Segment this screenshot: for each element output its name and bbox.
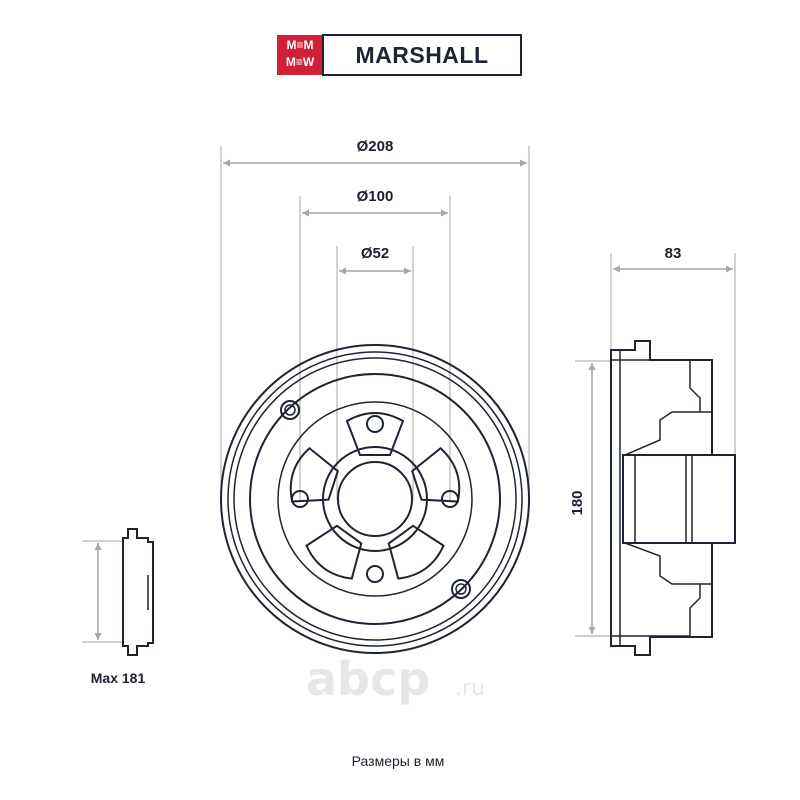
inner-diameter-label: 180 [569, 490, 586, 515]
center-bore [337, 461, 413, 537]
bolt-hole-left [291, 490, 309, 508]
svg-text:M≡W: M≡W [286, 55, 315, 69]
pcd-diameter-label: Ø100 [357, 188, 394, 205]
brake-drum-front-view [220, 344, 530, 654]
dimension-inner-diameter: 180 [569, 363, 596, 634]
center-hub-outer [322, 446, 428, 552]
brand-badge [277, 35, 323, 75]
drum-rim-ring-inner [233, 357, 517, 641]
flange-hole-upper-left [280, 400, 300, 420]
wear-profile [122, 528, 154, 656]
brand-name: MARSHALL [355, 42, 488, 68]
watermark-domain: .ru [455, 676, 485, 701]
spoke-window [305, 524, 363, 580]
spoke-windows [289, 412, 461, 580]
wear-limit-section: Max 181 [82, 528, 154, 686]
outer-diameter-label: Ø208 [357, 138, 394, 155]
side-hub [622, 454, 736, 544]
spoke-window [387, 524, 445, 580]
side-extension-lines [575, 253, 736, 637]
brand-frame [322, 34, 522, 76]
watermark: abcp .ru [306, 652, 485, 706]
front-extension-lines [220, 146, 530, 500]
drum-hub-ring [277, 401, 473, 597]
dimension-center-bore: Ø52 [339, 245, 411, 275]
center-bore-label: Ø52 [361, 245, 389, 262]
dimension-outer-diameter: Ø208 [223, 138, 527, 167]
drum-face [249, 373, 501, 625]
max-wear-label: Max 181 [91, 670, 146, 686]
watermark-text: abcp [306, 652, 430, 706]
drum-outer-rim [220, 344, 530, 654]
dimension-width: 83 [613, 245, 733, 273]
bolt-hole-right [441, 490, 459, 508]
bolt-hole-top [366, 415, 384, 433]
dimension-pcd-diameter: Ø100 [302, 188, 448, 217]
width-label: 83 [665, 245, 682, 262]
bolt-holes [291, 415, 459, 583]
flange-hole-lower-right [451, 579, 471, 599]
units-caption: Размеры в мм [352, 753, 445, 769]
brake-drum-side-view [610, 340, 736, 656]
drum-rim-ring [227, 351, 523, 647]
bolt-hole-bottom [366, 565, 384, 583]
brand-logo: M≡M M≡W MARSHALL [277, 34, 522, 76]
brand-badge-mark: M≡M [287, 38, 314, 52]
side-outline [610, 340, 736, 656]
spoke-window [345, 412, 405, 456]
